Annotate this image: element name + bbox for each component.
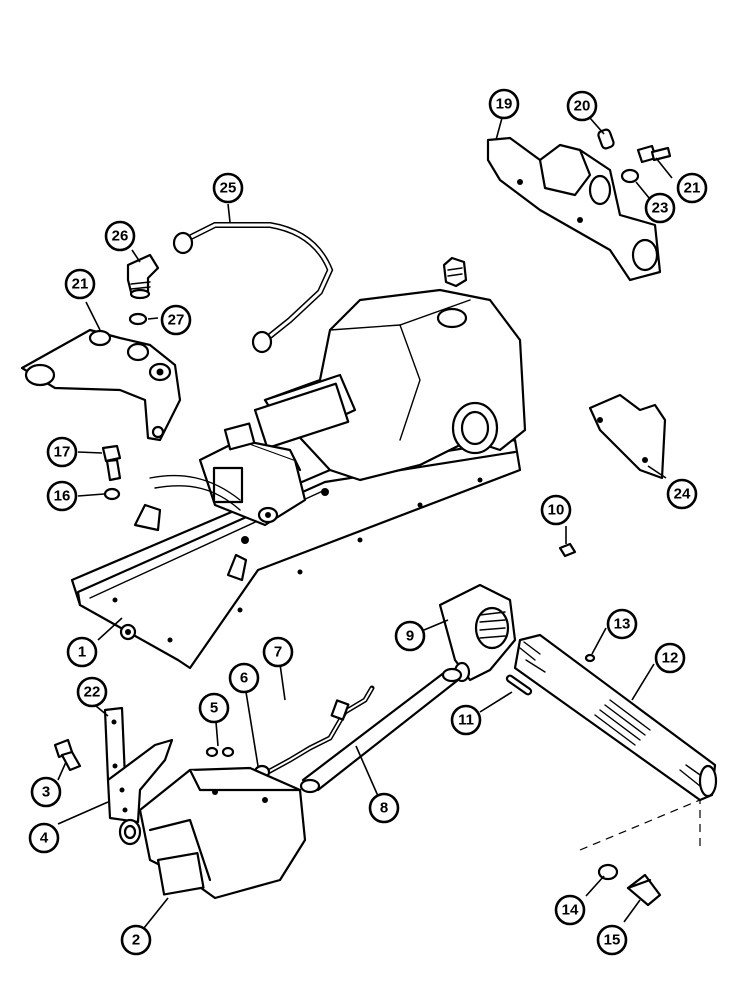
callout-4: 4 xyxy=(28,822,60,854)
bracket-4 xyxy=(106,738,174,824)
callout-11: 11 xyxy=(450,704,482,736)
callout-20: 20 xyxy=(566,90,598,122)
svg-text:9: 9 xyxy=(406,628,414,645)
mounting-bracket xyxy=(588,393,667,480)
svg-text:26: 26 xyxy=(112,228,129,245)
svg-text:21: 21 xyxy=(684,180,701,197)
callout-16: 16 xyxy=(46,480,78,512)
svg-text:2: 2 xyxy=(132,932,140,949)
bolt-3 xyxy=(53,738,82,772)
svg-text:10: 10 xyxy=(548,502,565,519)
svg-text:24: 24 xyxy=(674,486,691,503)
control-valve-assembly xyxy=(149,422,307,527)
washer-16 xyxy=(103,487,121,501)
callout-6: 6 xyxy=(228,662,260,694)
washer-23 xyxy=(620,168,640,184)
elbow-fitting xyxy=(126,253,160,300)
svg-text:14: 14 xyxy=(562,902,579,919)
callout-9: 9 xyxy=(394,620,426,652)
leader-lines xyxy=(57,117,673,929)
callout-26: 26 xyxy=(104,220,136,252)
svg-text:12: 12 xyxy=(662,650,679,667)
svg-text:4: 4 xyxy=(40,830,49,847)
svg-text:1: 1 xyxy=(78,644,86,661)
callout-2: 2 xyxy=(120,924,152,956)
upper-housing-casting xyxy=(253,288,527,482)
bolt-21 xyxy=(636,144,672,164)
bolt-17 xyxy=(101,444,122,482)
callout-14: 14 xyxy=(554,894,586,926)
svg-text:22: 22 xyxy=(84,684,101,701)
lift-arm-bracket xyxy=(20,328,182,442)
pin-20 xyxy=(597,128,615,150)
callout-1: 1 xyxy=(66,636,98,668)
svg-text:20: 20 xyxy=(574,98,591,115)
callout-24: 24 xyxy=(666,478,698,510)
callout-22: 22 xyxy=(76,676,108,708)
svg-text:13: 13 xyxy=(614,616,631,633)
bolt-15 xyxy=(626,873,662,907)
svg-text:25: 25 xyxy=(220,180,237,197)
callout-27: 27 xyxy=(160,304,192,336)
svg-text:19: 19 xyxy=(496,96,513,113)
callout-15: 15 xyxy=(596,924,628,956)
callout-12: 12 xyxy=(654,642,686,674)
svg-text:7: 7 xyxy=(274,644,282,661)
callout-19: 19 xyxy=(488,88,520,120)
callout-25: 25 xyxy=(212,172,244,204)
callout-21-right: 21 xyxy=(676,172,708,204)
link-rod xyxy=(265,685,375,775)
svg-text:3: 3 xyxy=(42,784,50,801)
lift-rod xyxy=(299,667,463,794)
svg-text:15: 15 xyxy=(604,932,621,949)
svg-text:11: 11 xyxy=(458,712,474,729)
ram-cylinder xyxy=(118,766,307,900)
plug-10 xyxy=(558,542,577,558)
callout-23: 23 xyxy=(644,192,676,224)
nuts-5 xyxy=(205,746,235,758)
svg-text:21: 21 xyxy=(72,276,89,293)
callout-3: 3 xyxy=(30,776,62,808)
callout-8: 8 xyxy=(368,792,400,824)
svg-text:27: 27 xyxy=(168,312,185,329)
callout-10: 10 xyxy=(540,494,572,526)
callout-5: 5 xyxy=(198,692,230,724)
callout-21-left: 21 xyxy=(64,268,96,300)
dashed-guide xyxy=(579,799,701,851)
callout-7: 7 xyxy=(262,636,294,668)
cross-shaft xyxy=(513,633,718,802)
callout-17: 17 xyxy=(46,436,78,468)
washer-14 xyxy=(597,863,619,881)
lift-arm xyxy=(438,583,517,683)
breather-plug xyxy=(442,256,468,288)
svg-text:17: 17 xyxy=(54,444,71,461)
svg-text:23: 23 xyxy=(652,200,669,217)
o-ring xyxy=(128,312,148,326)
hydraulic-pipe xyxy=(172,222,334,354)
svg-text:8: 8 xyxy=(380,800,388,817)
top-right-bracket xyxy=(486,136,662,282)
key-11 xyxy=(505,674,533,696)
svg-text:16: 16 xyxy=(54,488,71,505)
pin-13 xyxy=(584,653,596,663)
callout-13: 13 xyxy=(606,608,638,640)
svg-text:6: 6 xyxy=(240,670,248,687)
svg-text:5: 5 xyxy=(210,700,218,717)
